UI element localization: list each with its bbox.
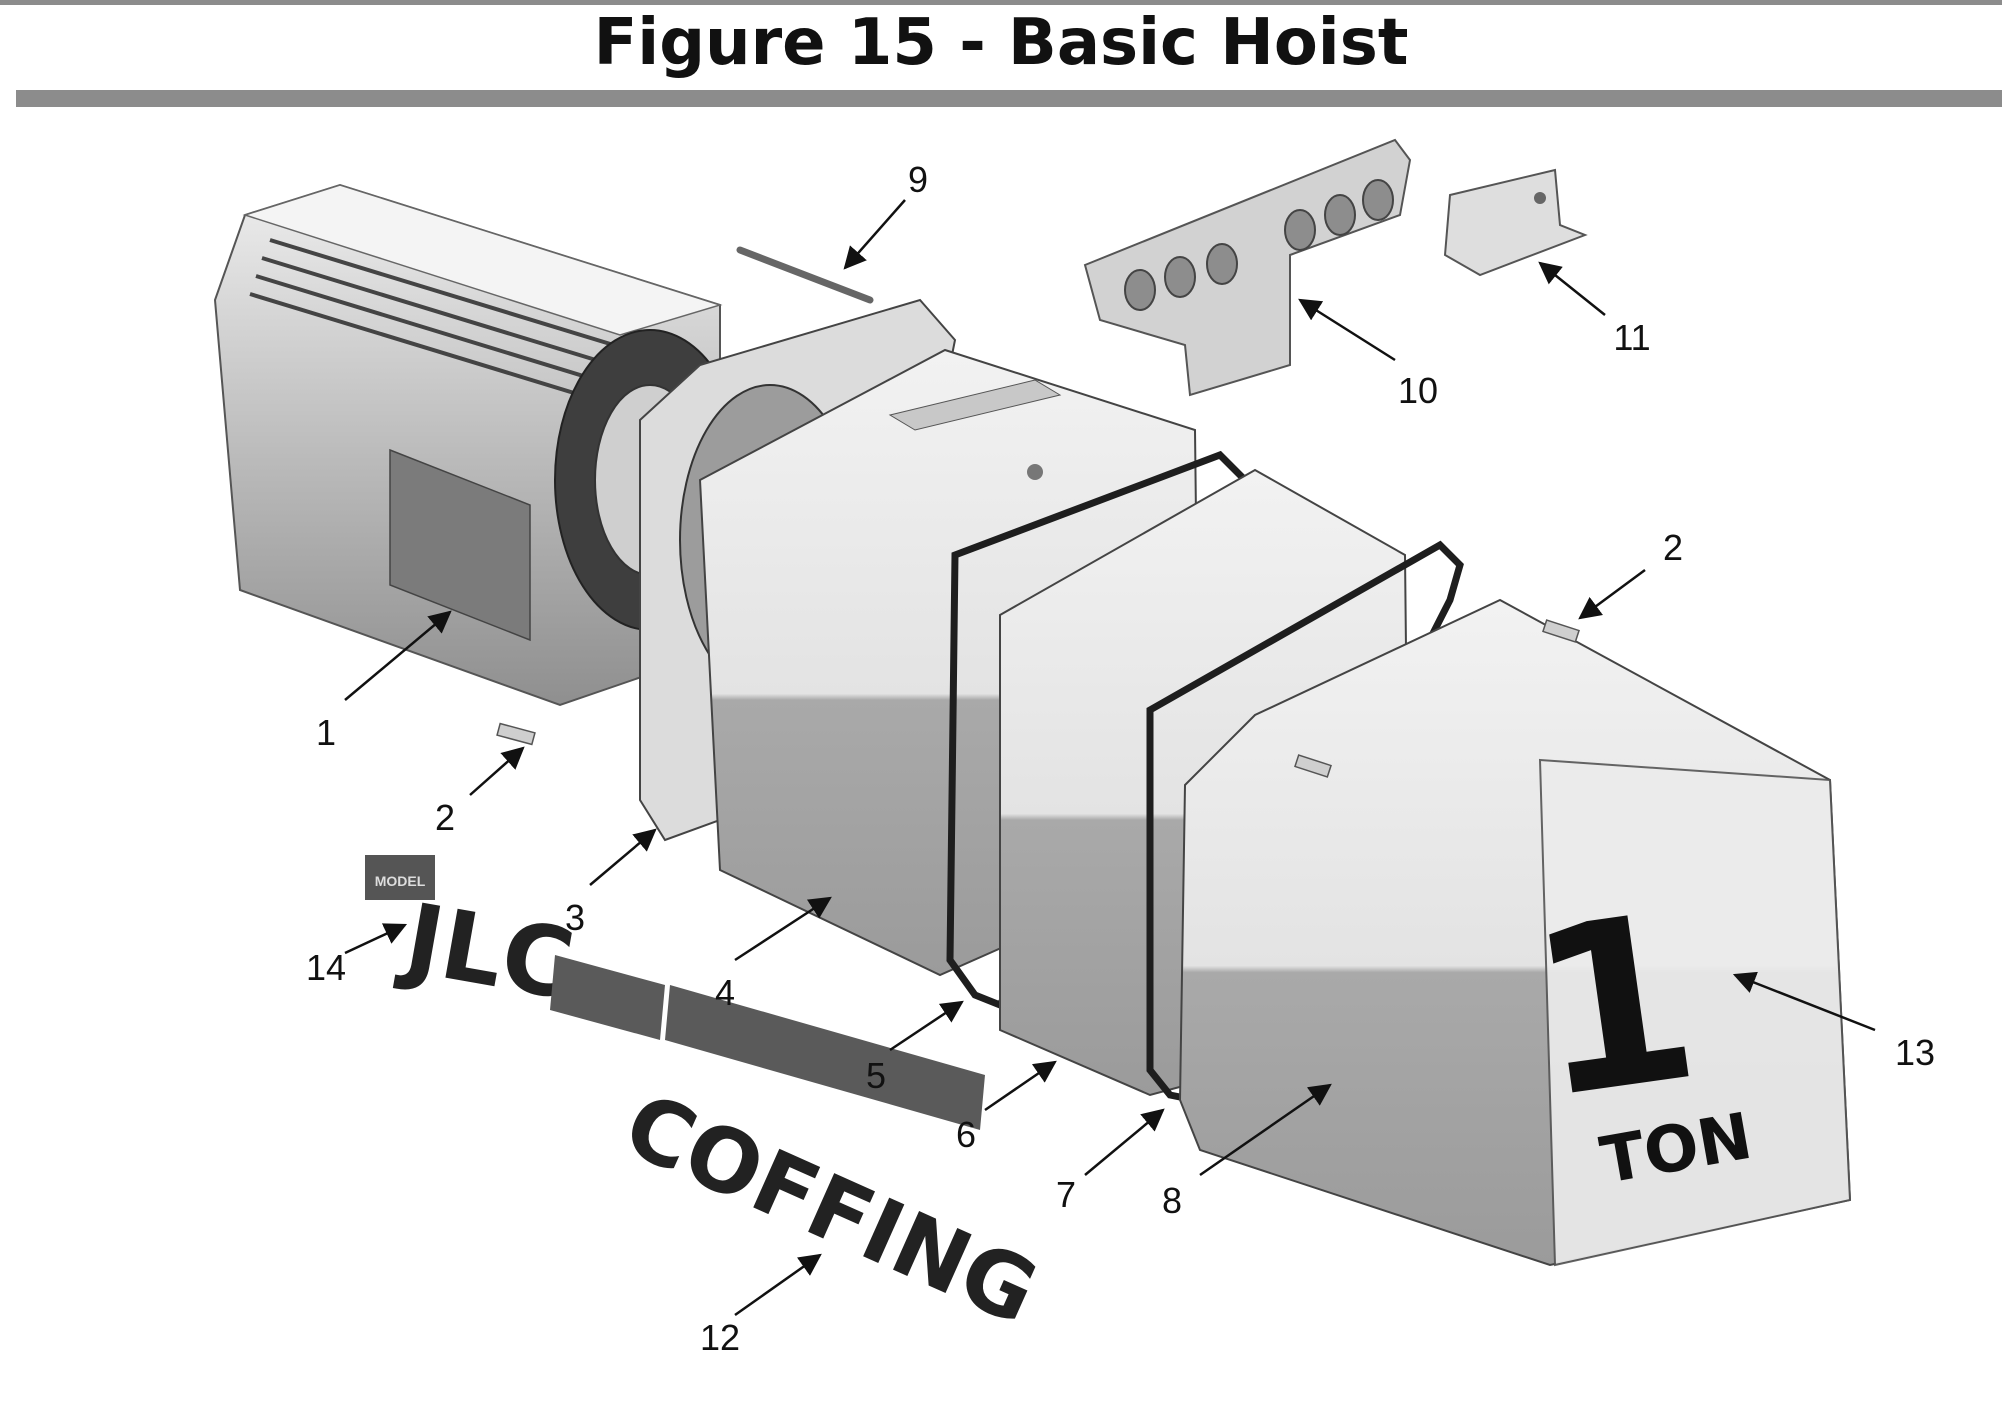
callout-5: 5 — [866, 1055, 886, 1096]
leader-5 — [889, 1000, 964, 1052]
callout-12: 12 — [700, 1317, 740, 1358]
leader-13 — [1732, 971, 1876, 1032]
leader-2b — [1578, 568, 1646, 620]
leader-12 — [734, 1253, 822, 1317]
callout-3: 3 — [565, 897, 585, 938]
leader-11 — [1538, 261, 1606, 316]
leader-10 — [1298, 298, 1396, 362]
screw-2-part — [1294, 619, 1580, 778]
callout-9: 9 — [908, 159, 928, 200]
leader-14 — [344, 923, 408, 955]
figure-title: Figure 15 - Basic Hoist — [593, 6, 1409, 80]
leader-2a — [469, 746, 525, 796]
brand-decal: COFFING — [610, 1073, 1052, 1345]
end-cover-part — [1178, 598, 1852, 1267]
leader-4 — [734, 896, 832, 962]
leader-3 — [589, 828, 657, 886]
terminal-block-part — [1443, 168, 1588, 277]
leader-8 — [1199, 1083, 1332, 1177]
top-rule — [0, 0, 2002, 5]
callout-7: 7 — [1056, 1174, 1076, 1215]
tie-rod-part — [736, 246, 874, 304]
capacity-number-decal: 1 — [1516, 864, 1712, 1151]
leader-lines — [344, 199, 1876, 1317]
callout-13: 13 — [1895, 1032, 1935, 1073]
callout-2a: 2 — [435, 797, 455, 838]
leader-6 — [984, 1060, 1057, 1112]
callout-labels: 1 2 2 3 4 5 6 7 8 9 10 11 12 13 14 — [306, 159, 1935, 1358]
callout-4: 4 — [715, 972, 735, 1013]
wiring-plate-part — [1083, 138, 1412, 397]
callout-6: 6 — [956, 1114, 976, 1155]
callout-8: 8 — [1162, 1180, 1182, 1221]
leader-1 — [344, 610, 452, 701]
callout-14: 14 — [306, 947, 346, 988]
stripe-decal — [550, 955, 985, 1130]
callout-1: 1 — [316, 712, 336, 753]
leader-9 — [843, 199, 906, 270]
model-prefix-text: MODEL — [375, 873, 426, 889]
model-decal: MODEL JLC — [365, 855, 582, 1022]
callout-2b: 2 — [1663, 527, 1683, 568]
callout-10: 10 — [1398, 370, 1438, 411]
callout-11: 11 — [1613, 317, 1650, 358]
screw-part — [496, 722, 536, 746]
leader-7 — [1084, 1108, 1165, 1176]
title-rule — [16, 90, 2002, 107]
